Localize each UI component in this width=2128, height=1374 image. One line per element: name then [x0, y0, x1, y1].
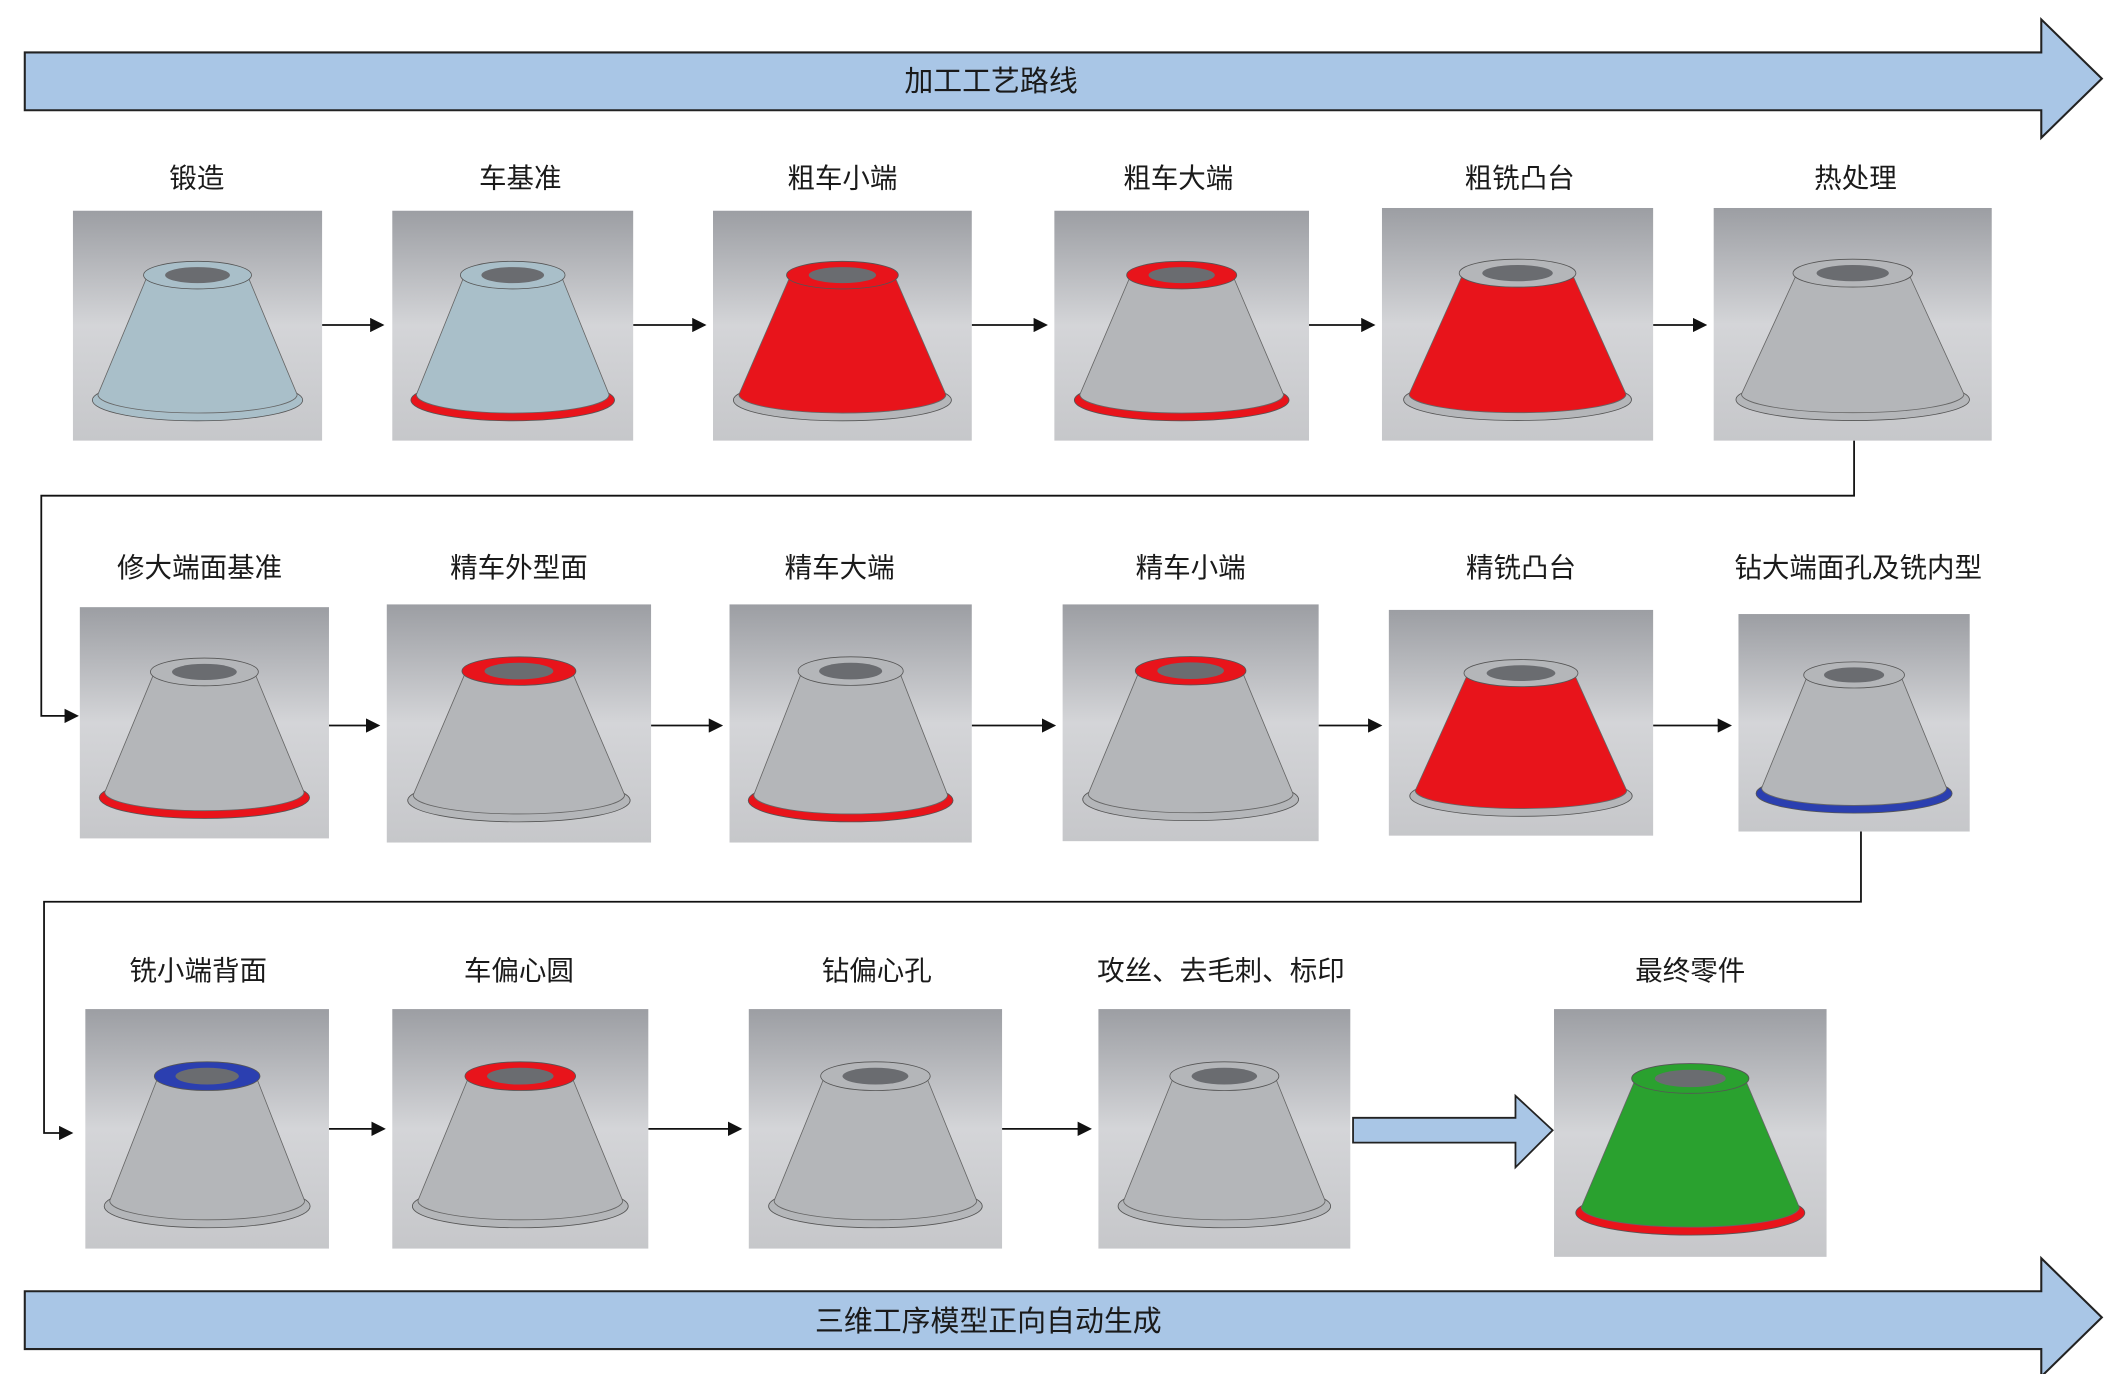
- process-step: 修大端面基准: [79, 552, 329, 839]
- cone-part-model: [411, 1061, 629, 1229]
- top-arrow-banner: 加工工艺路线: [23, 16, 2104, 141]
- step-label: 精铣凸台: [1466, 552, 1576, 584]
- step-label: 钻偏心孔: [822, 955, 932, 987]
- connectors: [40, 440, 1862, 1170]
- step-label: 修大端面基准: [117, 552, 282, 584]
- cone-part-model: [91, 260, 304, 422]
- process-step: 钻大端面孔及铣内型: [1734, 552, 1982, 832]
- step-label: 粗车大端: [1123, 162, 1233, 194]
- cone-part-model: [1409, 659, 1633, 817]
- top-arrow-shape: [23, 16, 2104, 141]
- cone-part-model: [1575, 1063, 1806, 1236]
- process-step: 精铣凸台: [1388, 552, 1654, 836]
- step-label: 攻丝、去毛刺、标印: [1097, 955, 1345, 987]
- step-label: 粗车小端: [787, 162, 897, 194]
- bottom-arrow-label: 三维工序模型正向自动生成: [815, 1304, 1162, 1338]
- process-step: 铣小端背面: [85, 955, 329, 1249]
- step-label: 粗铣凸台: [1465, 162, 1575, 194]
- top-arrow-label: 加工工艺路线: [904, 64, 1077, 98]
- bottom-arrow-banner: 三维工序模型正向自动生成: [23, 1255, 2104, 1374]
- cone-part-model: [1117, 1061, 1332, 1229]
- step-label: 车基准: [479, 162, 562, 194]
- step-label: 钻大端面孔及铣内型: [1734, 552, 1982, 584]
- row2-to-row3-connector: [43, 831, 1862, 1141]
- process-step: 最终零件: [1554, 955, 1827, 1257]
- process-step: 粗车大端: [1054, 162, 1310, 441]
- bottom-arrow-shape: [23, 1255, 2104, 1374]
- step-label: 车偏心圆: [464, 955, 574, 987]
- process-step: 粗车小端: [713, 162, 972, 441]
- process-step: 锻造: [72, 162, 323, 441]
- process-step: 精车小端: [1062, 552, 1319, 842]
- step-label: 精车小端: [1136, 552, 1246, 584]
- cone-part-model: [732, 260, 952, 422]
- process-step: 车偏心圆: [392, 955, 649, 1249]
- row1-to-row2-connector: [40, 440, 1855, 724]
- cone-part-model: [747, 656, 954, 823]
- cone-part-model: [407, 656, 631, 823]
- step-label: 精车大端: [785, 552, 895, 584]
- process-step: 车基准: [392, 162, 634, 441]
- step-label: 锻造: [169, 162, 224, 194]
- cone-part-model: [410, 260, 616, 422]
- cone-part-model: [103, 1061, 311, 1229]
- cone-part-model: [98, 657, 310, 819]
- process-step: 攻丝、去毛刺、标印: [1097, 955, 1351, 1249]
- cone-part-model: [1403, 258, 1632, 421]
- process-step: 粗铣凸台: [1381, 162, 1654, 441]
- cone-part-model: [768, 1061, 983, 1229]
- step-label: 铣小端背面: [129, 955, 267, 987]
- cone-part-model: [1073, 260, 1290, 422]
- process-step: 精车外型面: [386, 552, 652, 843]
- cone-part-model: [1082, 656, 1299, 822]
- cone-part-model: [1735, 258, 1970, 421]
- cone-part-model: [1755, 661, 1953, 814]
- step-label: 热处理: [1814, 162, 1897, 194]
- process-step: 精车大端: [729, 552, 972, 843]
- process-step: 热处理: [1713, 162, 1992, 441]
- final-hollow-arrow: [1352, 1093, 1554, 1170]
- process-step: 钻偏心孔: [748, 955, 1003, 1249]
- step-label: 精车外型面: [450, 552, 588, 584]
- step-label: 最终零件: [1635, 955, 1745, 987]
